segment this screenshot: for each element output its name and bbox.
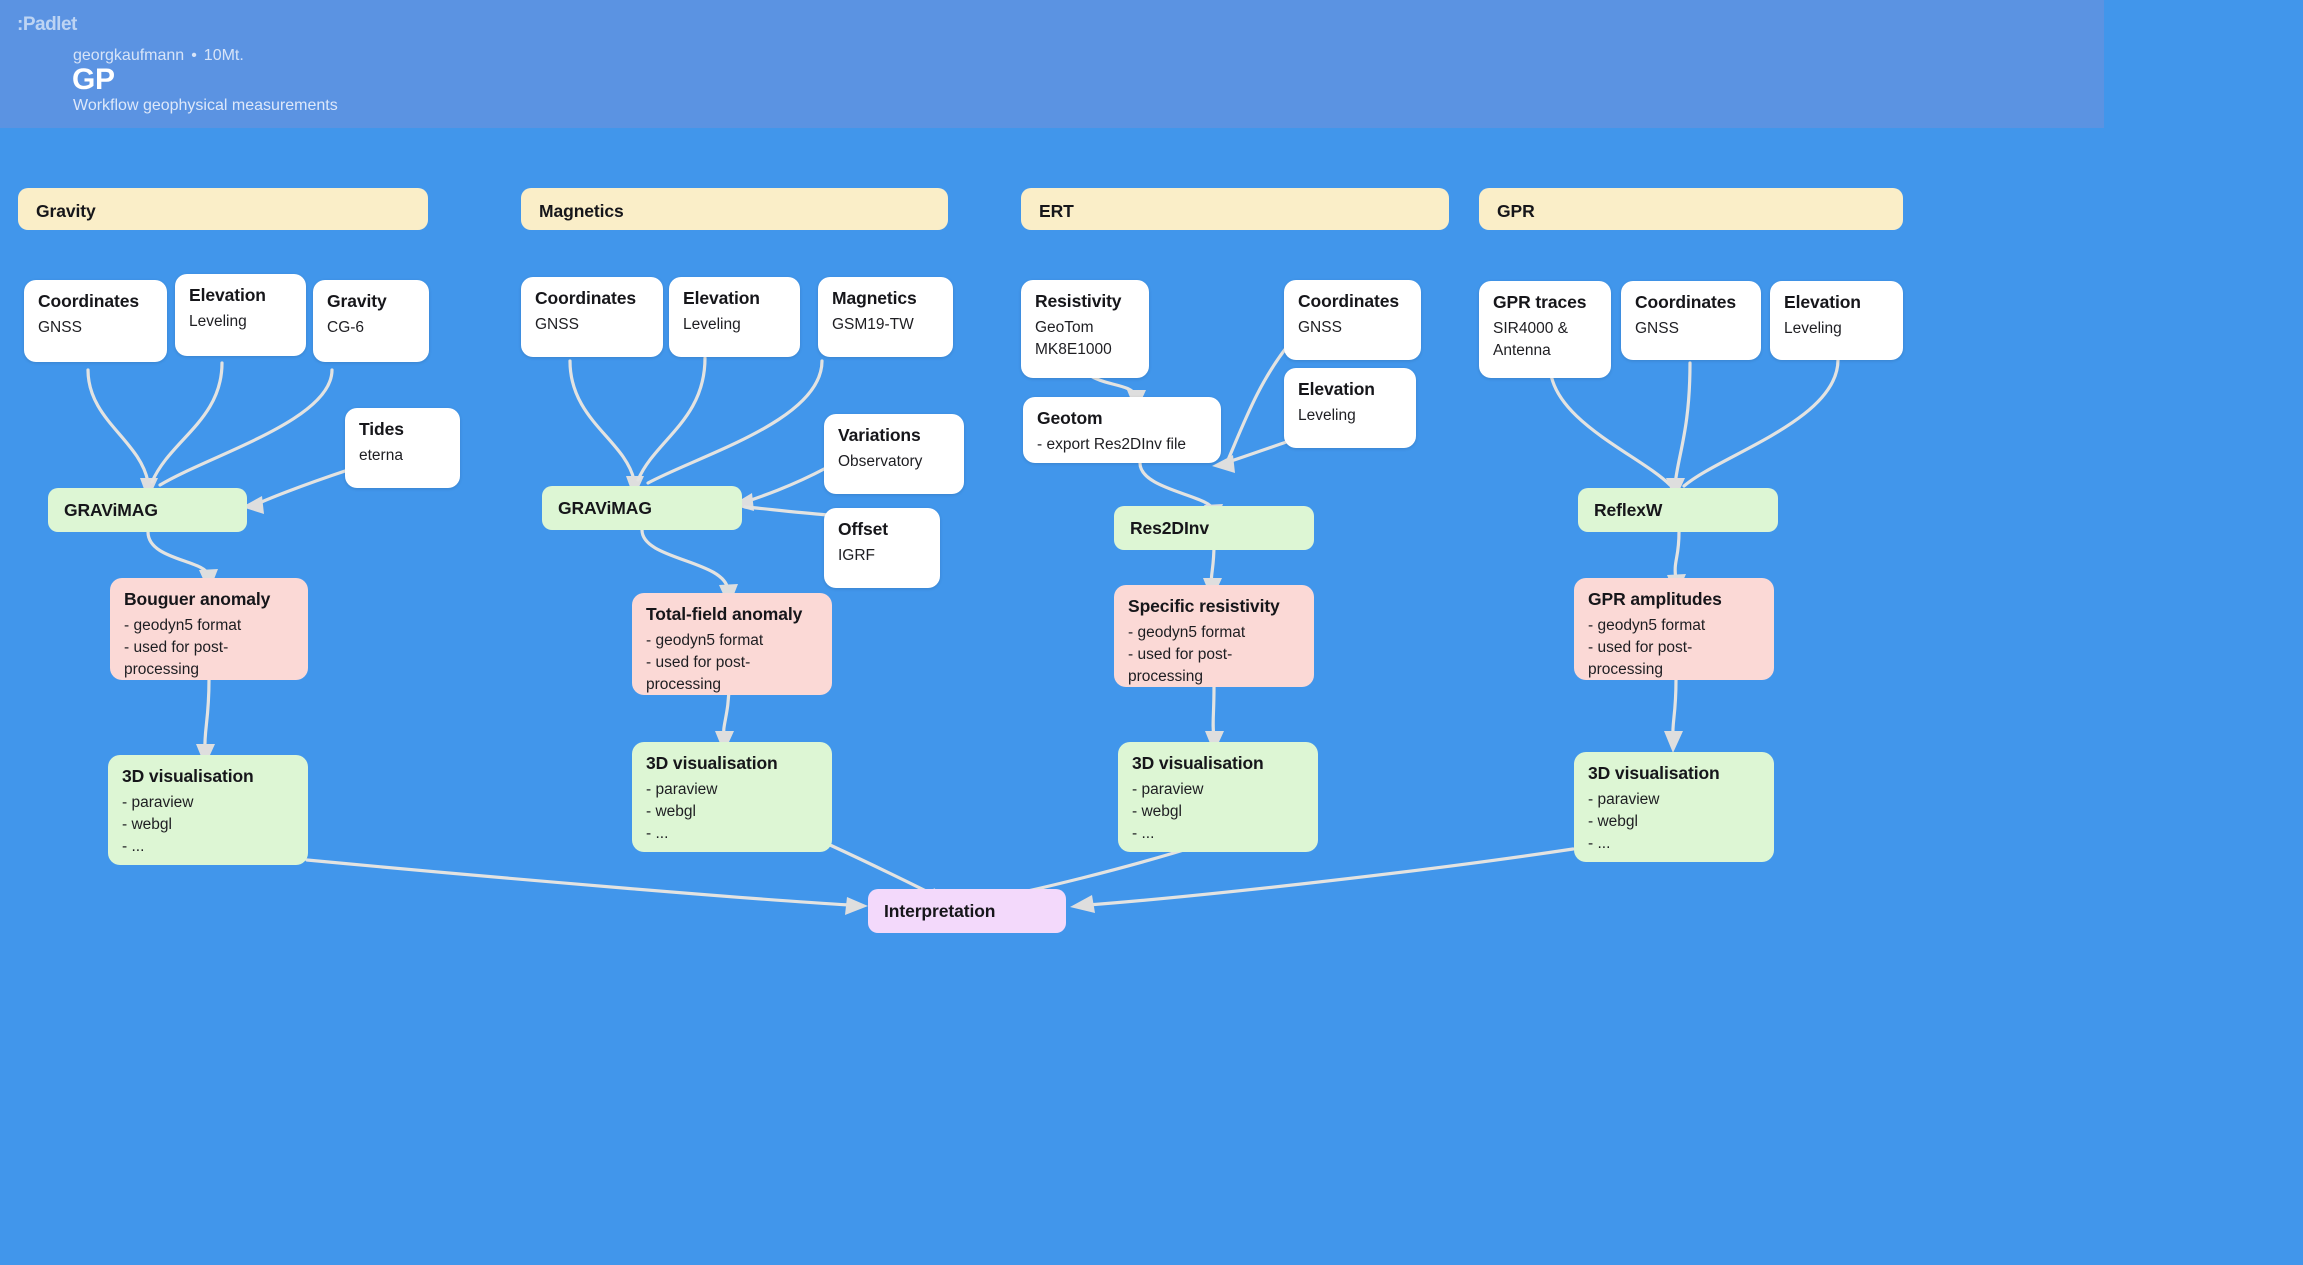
card-body: SIR4000 & Antenna xyxy=(1493,320,1568,360)
card-magnetics-coordinates[interactable]: Coordinates GNSS xyxy=(521,277,663,357)
card-gravity-visualisation[interactable]: 3D visualisation - paraview - webgl - ..… xyxy=(108,755,308,865)
card-magnetics-output[interactable]: Total-field anomaly - geodyn5 format - u… xyxy=(632,593,832,695)
card-gravity-gravity[interactable]: Gravity CG-6 xyxy=(313,280,429,362)
card-gravity-output[interactable]: Bouguer anomaly - geodyn5 format - used … xyxy=(110,578,308,680)
card-body: - paraview - webgl - ... xyxy=(1588,791,1660,853)
card-title: GRAViMAG xyxy=(64,500,158,520)
card-title: GRAViMAG xyxy=(558,498,652,518)
card-magnetics-variations[interactable]: Variations Observatory xyxy=(824,414,964,494)
page-title: GP xyxy=(72,63,115,96)
card-body: IGRF xyxy=(838,547,876,565)
card-body: CG-6 xyxy=(327,319,365,337)
card-title: 3D visualisation xyxy=(122,766,254,786)
card-body: GeoTom MK8E1000 xyxy=(1035,319,1112,359)
card-ert-process[interactable]: Res2DInv xyxy=(1114,506,1314,550)
card-title: Interpretation xyxy=(884,901,996,921)
card-title: Elevation xyxy=(683,288,760,308)
card-body: Leveling xyxy=(1298,407,1356,425)
card-body: - geodyn5 format - used for post-process… xyxy=(1588,617,1706,679)
card-title: ReflexW xyxy=(1594,500,1663,520)
card-gpr-elevation[interactable]: Elevation Leveling xyxy=(1770,281,1903,360)
card-body: - geodyn5 format - used for post-process… xyxy=(1128,624,1246,686)
board-meta: georgkaufmann • 10Mt. xyxy=(73,47,244,65)
card-body: - paraview - webgl - ... xyxy=(1132,781,1204,843)
card-title: Coordinates xyxy=(1298,291,1399,311)
board-header: :Padlet georgkaufmann • 10Mt. GP Workflow … xyxy=(0,0,2104,128)
card-title: Coordinates xyxy=(38,291,139,311)
card-body: GNSS xyxy=(535,316,579,334)
card-ert-elevation[interactable]: Elevation Leveling xyxy=(1284,368,1416,448)
card-body: Leveling xyxy=(189,313,247,331)
card-title: Elevation xyxy=(1298,379,1375,399)
section-title: GPR xyxy=(1497,201,1535,221)
card-gpr-output[interactable]: GPR amplitudes - geodyn5 format - used f… xyxy=(1574,578,1774,680)
card-magnetics-offset[interactable]: Offset IGRF xyxy=(824,508,940,588)
card-body: - geodyn5 format - used for post-process… xyxy=(124,617,242,679)
card-body: GSM19-TW xyxy=(832,316,914,334)
card-body: GNSS xyxy=(1635,320,1679,338)
section-header-magnetics[interactable]: Magnetics xyxy=(521,188,948,230)
card-title: Geotom xyxy=(1037,408,1103,428)
card-body: - export Res2DInv file xyxy=(1037,436,1187,454)
card-magnetics-process[interactable]: GRAViMAG xyxy=(542,486,742,530)
card-gpr-coordinates[interactable]: Coordinates GNSS xyxy=(1621,281,1761,360)
card-title: Elevation xyxy=(1784,292,1861,312)
section-title: Gravity xyxy=(36,201,96,221)
card-title: 3D visualisation xyxy=(1132,753,1264,773)
card-title: Coordinates xyxy=(1635,292,1736,312)
card-title: 3D visualisation xyxy=(1588,763,1720,783)
card-body: - paraview - webgl - ... xyxy=(122,794,194,856)
card-title: Magnetics xyxy=(832,288,917,308)
card-body: Observatory xyxy=(838,453,923,471)
card-title: Tides xyxy=(359,419,404,439)
section-title: Magnetics xyxy=(539,201,624,221)
card-body: Leveling xyxy=(1784,320,1842,338)
card-gpr-traces[interactable]: GPR traces SIR4000 & Antenna xyxy=(1479,281,1611,378)
card-title: Elevation xyxy=(189,285,266,305)
card-ert-resistivity[interactable]: Resistivity GeoTom MK8E1000 xyxy=(1021,280,1149,378)
card-gravity-coordinates[interactable]: Coordinates GNSS xyxy=(24,280,167,362)
card-gravity-elevation[interactable]: Elevation Leveling xyxy=(175,274,306,356)
padlet-logo[interactable]: :Padlet xyxy=(17,14,77,35)
card-title: 3D visualisation xyxy=(646,753,778,773)
card-title: GPR traces xyxy=(1493,292,1587,312)
board-author: georgkaufmann xyxy=(73,47,185,64)
card-title: Gravity xyxy=(327,291,387,311)
card-gpr-process[interactable]: ReflexW xyxy=(1578,488,1778,532)
card-gravity-tides[interactable]: Tides eterna xyxy=(345,408,460,488)
section-header-gpr[interactable]: GPR xyxy=(1479,188,1903,230)
card-body: eterna xyxy=(359,447,403,465)
card-ert-coordinates[interactable]: Coordinates GNSS xyxy=(1284,280,1421,360)
card-magnetics-visualisation[interactable]: 3D visualisation - paraview - webgl - ..… xyxy=(632,742,832,852)
section-header-ert[interactable]: ERT xyxy=(1021,188,1449,230)
board-timestamp: 10Mt. xyxy=(203,47,244,64)
card-title: Bouguer anomaly xyxy=(124,589,271,609)
card-magnetics-elevation[interactable]: Elevation Leveling xyxy=(669,277,800,357)
section-title: ERT xyxy=(1039,201,1074,221)
card-magnetics-magnetics[interactable]: Magnetics GSM19-TW xyxy=(818,277,953,357)
section-header-gravity[interactable]: Gravity xyxy=(18,188,428,230)
card-gpr-visualisation[interactable]: 3D visualisation - paraview - webgl - ..… xyxy=(1574,752,1774,862)
card-ert-visualisation[interactable]: 3D visualisation - paraview - webgl - ..… xyxy=(1118,742,1318,852)
board-subtitle: Workflow geophysical measurements xyxy=(73,97,338,114)
card-body: GNSS xyxy=(38,319,82,337)
card-interpretation[interactable]: Interpretation xyxy=(868,889,1066,933)
card-body: GNSS xyxy=(1298,319,1342,337)
card-title: Specific resistivity xyxy=(1128,596,1280,616)
card-title: Resistivity xyxy=(1035,291,1122,311)
card-body: - geodyn5 format - used for post-process… xyxy=(646,632,764,694)
card-title: GPR amplitudes xyxy=(1588,589,1722,609)
card-gravity-process[interactable]: GRAViMAG xyxy=(48,488,247,532)
card-title: Total-field anomaly xyxy=(646,604,803,624)
card-title: Coordinates xyxy=(535,288,636,308)
card-ert-output[interactable]: Specific resistivity - geodyn5 format - … xyxy=(1114,585,1314,687)
card-body: Leveling xyxy=(683,316,741,334)
card-ert-geotom[interactable]: Geotom - export Res2DInv file xyxy=(1023,397,1221,463)
card-title: Variations xyxy=(838,425,921,445)
card-title: Offset xyxy=(838,519,888,539)
card-title: Res2DInv xyxy=(1130,518,1209,538)
meta-separator: • xyxy=(191,47,197,64)
card-body: - paraview - webgl - ... xyxy=(646,781,718,843)
